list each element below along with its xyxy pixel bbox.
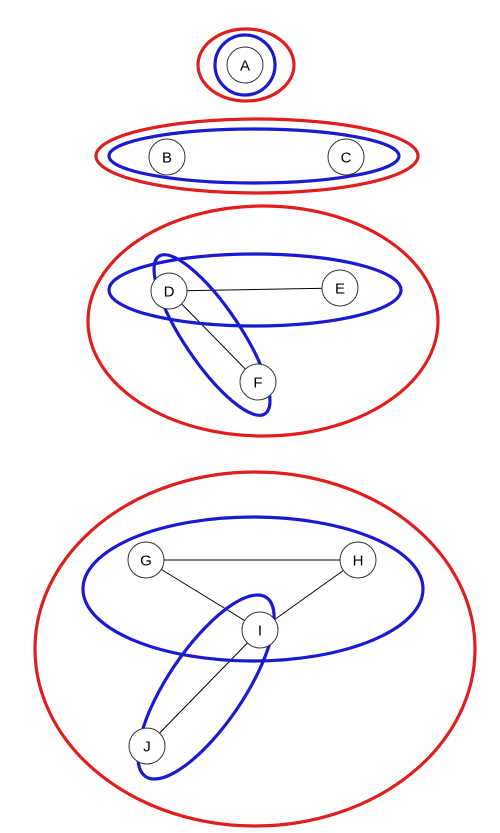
node-h: H <box>339 541 377 579</box>
node-circle <box>241 611 279 649</box>
node-j: J <box>128 727 166 765</box>
outer-group-a <box>196 27 296 103</box>
node-circle <box>239 363 277 401</box>
nodes-layer: A B C D E F G H I J <box>127 46 377 765</box>
node-label: G <box>140 553 152 570</box>
node-label: F <box>253 375 262 392</box>
inner-groups-layer <box>81 33 425 781</box>
node-label: D <box>164 284 175 301</box>
edge-i-j <box>146 629 261 747</box>
outer-groups-layer <box>33 27 477 828</box>
node-c: C <box>327 138 365 176</box>
node-label: A <box>240 58 250 75</box>
node-i: I <box>241 611 279 649</box>
inner-set-ij <box>136 593 276 781</box>
edge-d-e <box>168 287 341 292</box>
inner-set-bc <box>107 127 401 185</box>
node-label: C <box>341 150 352 167</box>
edge-h-i <box>259 559 359 631</box>
node-circle <box>150 272 188 310</box>
node-label: H <box>353 553 364 570</box>
outer-group-bc <box>94 117 420 195</box>
node-circle <box>148 138 186 176</box>
edge-d-f <box>168 290 259 383</box>
node-f: F <box>239 363 277 401</box>
node-circle <box>127 541 165 579</box>
node-circle <box>128 727 166 765</box>
edge-g-i <box>145 559 261 631</box>
edges-layer <box>145 287 359 747</box>
node-b: B <box>148 138 186 176</box>
node-circle <box>226 46 264 84</box>
node-e: E <box>321 269 359 307</box>
outer-group-ghij <box>33 470 477 828</box>
node-d: D <box>150 272 188 310</box>
node-label: I <box>258 623 262 640</box>
node-circle <box>321 269 359 307</box>
inner-set-a <box>213 33 277 97</box>
outer-group-def <box>86 204 440 438</box>
inner-set-ghi <box>81 515 425 663</box>
node-circle <box>339 541 377 579</box>
node-label: J <box>143 739 151 756</box>
node-circle <box>327 138 365 176</box>
node-label: B <box>162 150 172 167</box>
node-a: A <box>226 46 264 84</box>
node-g: G <box>127 541 165 579</box>
inner-set-de <box>107 252 403 328</box>
inner-set-df <box>152 253 272 417</box>
node-label: E <box>335 281 345 298</box>
